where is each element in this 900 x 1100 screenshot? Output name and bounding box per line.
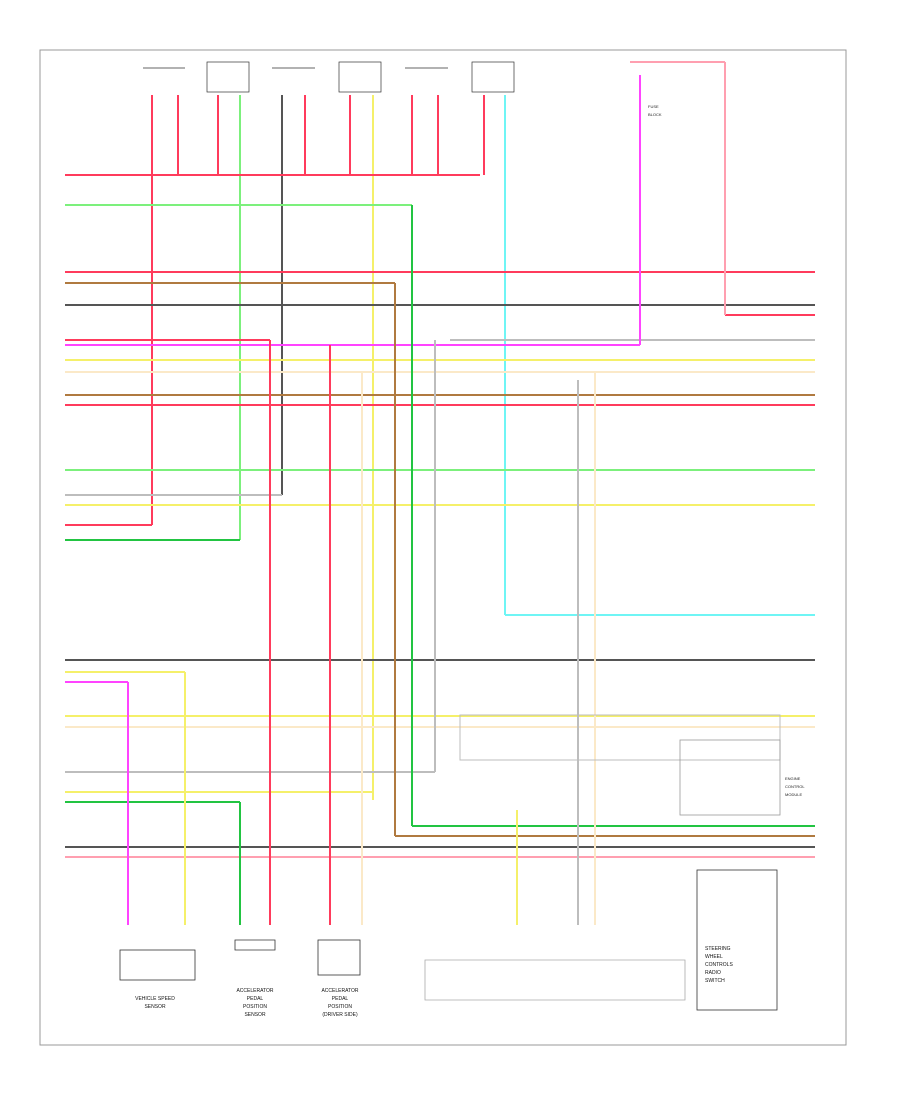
module-box (459, 714, 781, 816)
top-connectors (143, 61, 515, 93)
diagram-frame (39, 49, 847, 1046)
caption-right-2: WHEEL (705, 954, 723, 960)
module-label-1: ENGINE (785, 776, 801, 781)
drop-wires (127, 61, 726, 925)
caption-apps-4: (DRIVER SIDE) (322, 1012, 358, 1018)
caption-apps-2: PEDAL (332, 996, 349, 1002)
bottom-components (119, 869, 778, 1011)
horizontal-wires (65, 174, 815, 858)
caption-right-4: RADIO (705, 970, 721, 976)
caption-right-3: CONTROLS (705, 962, 733, 968)
caption-vehicle-speed: VEHICLE SPEED (135, 996, 175, 1002)
caption-accel-3: POSITION (243, 1004, 267, 1010)
module-label-2: CONTROL (785, 784, 805, 789)
module-label-3: MODULE (785, 792, 802, 797)
caption-apps-3: POSITION (328, 1004, 352, 1010)
caption-vehicle-speed-2: SENSOR (144, 1004, 166, 1010)
caption-accel-1: ACCELERATOR (236, 988, 273, 994)
caption-right-5: SWITCH (705, 978, 725, 984)
caption-right-1: STEERING (705, 946, 731, 952)
caption-apps-1: ACCELERATOR (321, 988, 358, 994)
fuse-block-label-2: BLOCK (648, 112, 662, 117)
top-vertical-wires (151, 95, 506, 800)
fuse-block-label: FUSE (648, 104, 659, 109)
caption-accel-4: SENSOR (244, 1012, 266, 1018)
caption-accel-2: PEDAL (247, 996, 264, 1002)
